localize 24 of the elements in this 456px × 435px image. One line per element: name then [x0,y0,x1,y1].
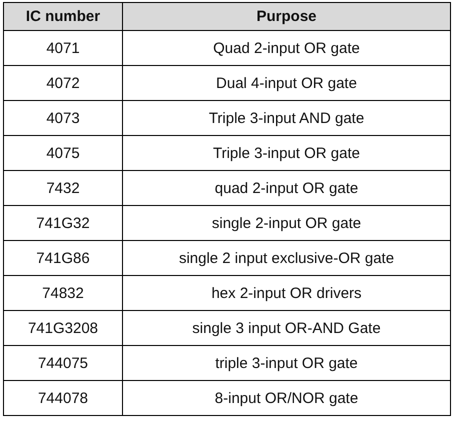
purpose-text: quad 2-input OR gate [214,180,358,196]
ic-number-text: 4071 [46,40,80,56]
ic-number-text: 741G32 [36,214,90,232]
ic-number-text: 744078 [38,390,88,406]
ic-number-text: 4073 [46,110,80,126]
purpose-text: Dual 4-input OR gate [216,74,357,92]
purpose-text: triple 3-input OR gate [215,354,358,372]
column-header: Purpose [256,8,316,25]
purpose-text: 8-input OR/NOR gate [214,390,358,406]
purpose-text: hex 2-input OR drivers [211,284,362,302]
ic-number-text: 4075 [46,144,80,162]
ic-number-text: 4072 [46,74,80,92]
purpose-text: Triple 3-input OR gate [212,144,360,162]
purpose-text: single 2 input exclusive-OR gate [178,250,394,266]
ic-number-text: 744075 [38,354,88,372]
column-header: IC number [26,8,100,25]
purpose-text: Quad 2-input OR gate [213,40,360,56]
purpose-text: single 3 input OR-AND Gate [192,320,381,336]
ic-number-text: 741G3208 [28,320,98,336]
purpose-text: Triple 3-input AND gate [208,110,364,126]
ic-number-text: 74832 [42,284,84,302]
ic-number-text: 741G86 [36,250,90,266]
purpose-text: single 2-input OR gate [212,214,362,232]
ic-number-text: 7432 [46,180,80,196]
